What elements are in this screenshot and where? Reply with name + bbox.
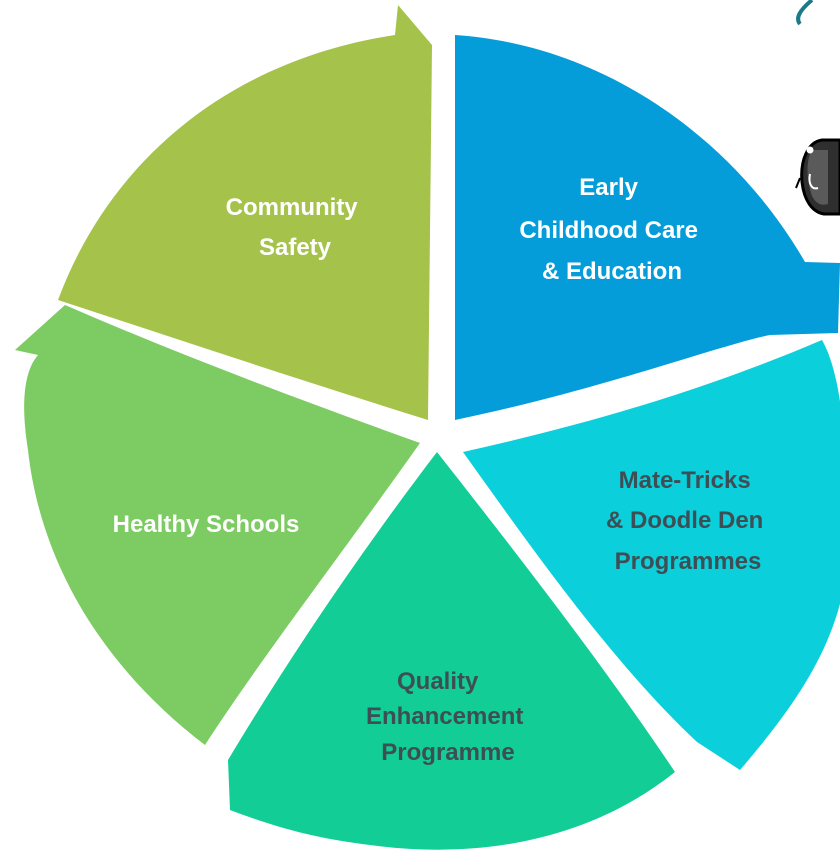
segment-community-safety-shape	[58, 5, 432, 420]
segment-early-childhood: Early Childhood Care & Education	[455, 35, 840, 420]
segment-mate-tricks-shape	[463, 340, 840, 770]
cartoon-icon	[795, 138, 840, 216]
segment-healthy-schools-label: Healthy Schools	[113, 511, 300, 538]
segment-quality-enhancement-shape	[228, 452, 675, 850]
segment-early-childhood-label: Early Childhood Care & Education	[519, 174, 704, 285]
segment-community-safety-label: Community Safety	[226, 194, 365, 261]
segment-community-safety: Community Safety	[58, 5, 432, 420]
segment-mate-tricks: Mate-Tricks & Doodle Den Programmes	[463, 340, 840, 770]
segment-healthy-schools: Healthy Schools	[15, 305, 420, 745]
segment-quality-enhancement-label: Quality Enhancement Programme	[366, 668, 530, 766]
segment-quality-enhancement: Quality Enhancement Programme	[228, 452, 675, 850]
segment-early-childhood-shape	[455, 35, 840, 420]
segment-healthy-schools-shape	[15, 305, 420, 745]
decorative-curve	[796, 0, 814, 26]
segment-mate-tricks-label: Mate-Tricks & Doodle Den Programmes	[606, 467, 770, 575]
